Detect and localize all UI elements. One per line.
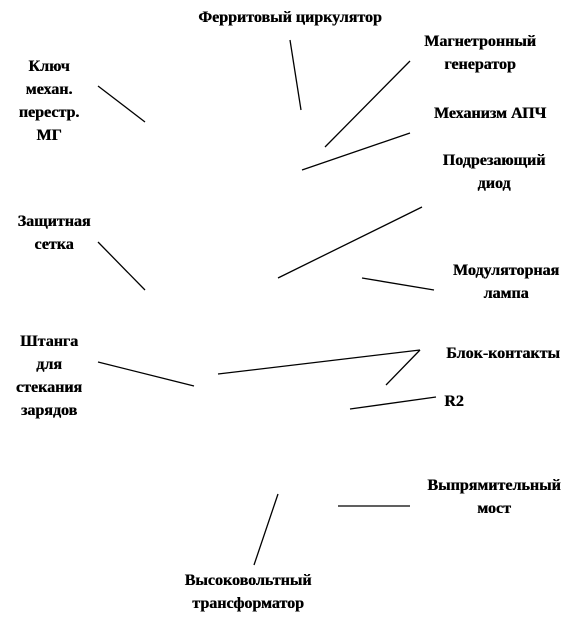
label-line: Модуляторная: [452, 262, 560, 279]
label-line: Ключ: [28, 58, 70, 75]
label-r2: R2: [437, 390, 471, 413]
label-line: Магнетронный: [424, 33, 536, 50]
label-line: лампа: [483, 285, 529, 302]
label-line: зарядов: [20, 402, 78, 419]
leader-line-block-contacts-1: [217, 349, 421, 375]
label-block-contacts: Блок-контакты: [428, 342, 578, 365]
label-line: Блок-контакты: [446, 345, 560, 362]
label-line: Защитная: [17, 213, 91, 230]
label-ferrite-circulator: Ферритовый циркулятор: [180, 6, 400, 29]
leader-line-block-contacts-2: [385, 349, 421, 386]
leader-line-trimming-diode: [277, 206, 423, 279]
leader-line-mg-tuning-key: [97, 85, 146, 123]
label-line: Ферритовый циркулятор: [198, 9, 382, 26]
label-line: стекания: [15, 379, 83, 396]
label-line: трансформатор: [192, 595, 304, 612]
leader-line-r2: [349, 396, 437, 410]
label-magnetron-generator: Магнетронный генератор: [405, 30, 555, 76]
label-line: сетка: [34, 236, 74, 253]
label-line: Штанга: [19, 333, 79, 350]
leader-line-afc-mechanism: [301, 132, 411, 171]
label-line: диод: [477, 175, 511, 192]
label-line: для: [36, 356, 62, 373]
label-hv-transformer: Высоковольтный трансформатор: [168, 569, 328, 615]
label-line: перестр.: [18, 104, 80, 121]
leader-line-protective-grid: [97, 241, 146, 291]
label-line: Выпрямительный: [427, 477, 561, 494]
leader-line-hv-transformer: [253, 493, 279, 566]
label-protective-grid: Защитная сетка: [4, 210, 104, 256]
label-afc-mechanism: Механизм АПЧ: [415, 102, 565, 125]
label-line: МГ: [36, 127, 62, 144]
label-discharge-rod: Штанга для стекания зарядов: [4, 330, 94, 422]
leader-line-ferrite-circulator: [289, 39, 302, 111]
label-line: Высоковольтный: [184, 572, 312, 589]
label-line: R2: [444, 393, 464, 410]
label-line: Механизм АПЧ: [433, 105, 547, 122]
label-line: Подрезающий: [442, 152, 546, 169]
leader-line-magnetron-generator: [324, 60, 411, 148]
label-line: мост: [477, 500, 511, 517]
leader-line-discharge-rod: [97, 361, 195, 387]
label-mg-tuning-key: Ключ механ. перестр. МГ: [4, 55, 94, 147]
leader-line-modulator-tube: [361, 277, 435, 291]
label-modulator-tube: Модуляторная лампа: [432, 259, 580, 305]
label-trimming-diode: Подрезающий диод: [419, 149, 569, 195]
label-line: механ.: [25, 81, 73, 98]
label-rectifier-bridge: Выпрямительный мост: [412, 474, 576, 520]
label-line: генератор: [444, 56, 516, 73]
